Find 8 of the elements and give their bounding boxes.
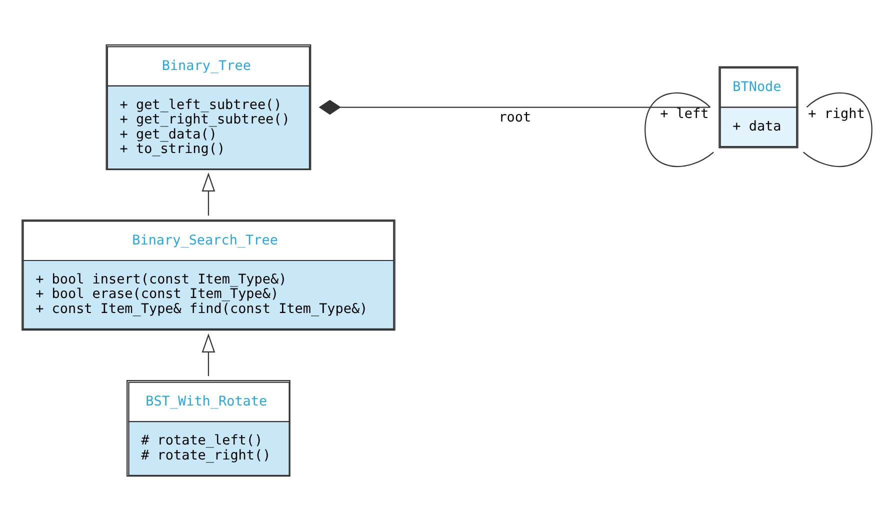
edge-label: root — [498, 110, 532, 126]
edge-label: + left — [660, 107, 709, 122]
connector — [803, 92, 872, 168]
arrow — [202, 172, 216, 216]
edge-label: + right — [808, 107, 865, 122]
arrow — [202, 333, 216, 376]
connector — [644, 92, 714, 168]
connector — [318, 100, 710, 115]
